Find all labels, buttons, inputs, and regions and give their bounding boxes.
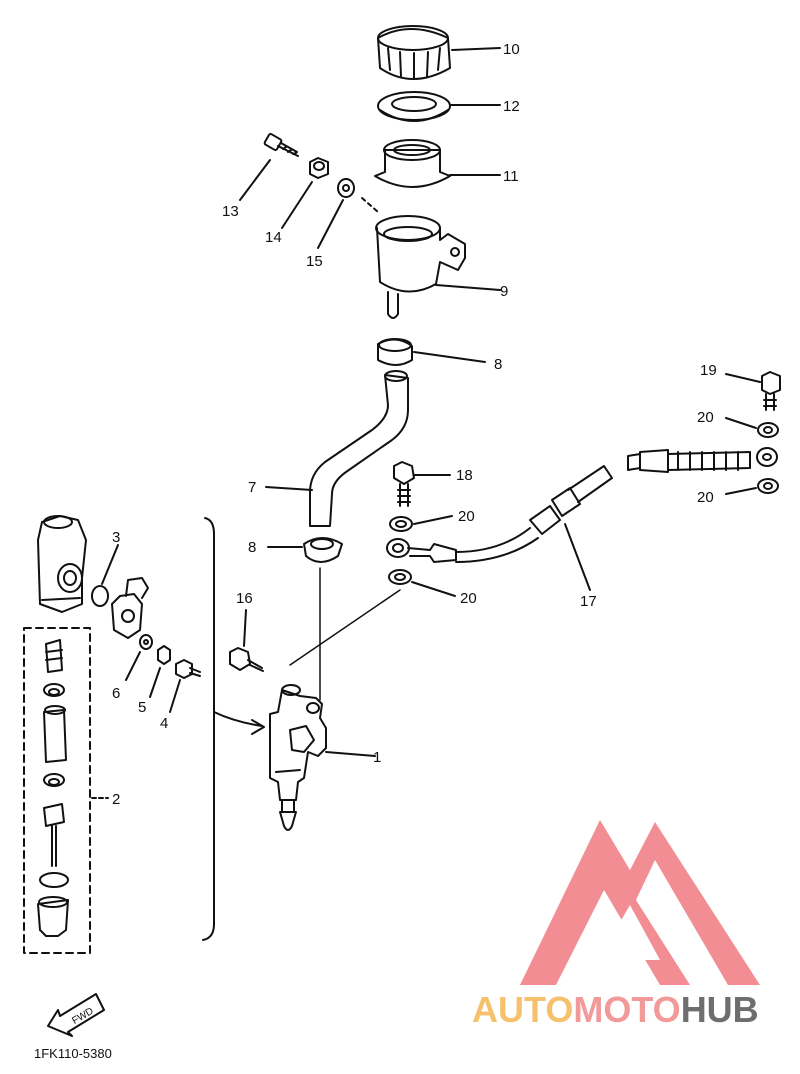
label-part-20-b: 20 xyxy=(460,590,477,607)
part-5-nut xyxy=(157,645,171,665)
label-part-20-a: 20 xyxy=(458,508,475,525)
label-part-11: 11 xyxy=(503,168,519,185)
part-20-washer-c xyxy=(757,422,779,438)
part-20-washer-b xyxy=(388,569,412,585)
label-part-13: 13 xyxy=(222,203,239,220)
part-20-washer-d xyxy=(757,478,779,494)
part-17-brake-hose xyxy=(386,465,613,563)
label-part-8-lower: 8 xyxy=(248,539,256,556)
part-9-reservoir xyxy=(375,215,466,319)
part-6-washer xyxy=(139,634,153,650)
label-part-9: 9 xyxy=(500,283,508,300)
part-labels: 10 12 11 13 14 15 9 8 19 20 18 7 20 20 3… xyxy=(112,41,717,808)
part-13-screw xyxy=(263,133,299,157)
part-14-nut xyxy=(309,157,329,179)
part-12-diaphragm-plate xyxy=(377,91,451,122)
watermark-auto: AUTO xyxy=(472,989,573,1030)
fwd-arrow-icon xyxy=(47,993,105,1037)
watermark-triangle xyxy=(520,820,760,985)
part-1-master-cylinder xyxy=(269,684,327,831)
part-19-union-bolt xyxy=(761,371,781,411)
part-3-o-ring xyxy=(91,585,109,607)
label-part-3: 3 xyxy=(112,529,120,546)
part-15-washer xyxy=(337,178,355,198)
part-20-washer-a xyxy=(389,516,413,532)
watermark-text: AUTOMOTOHUB xyxy=(472,989,759,1030)
part-8-hose-clamp-lower xyxy=(303,537,343,563)
label-part-8-upper: 8 xyxy=(494,356,502,373)
part-2-piston-kit xyxy=(23,627,91,954)
label-part-12: 12 xyxy=(503,98,520,115)
label-part-20-c: 20 xyxy=(697,409,714,426)
part-7-reservoir-hose xyxy=(309,370,409,527)
watermark-logo: AUTOMOTOHUB xyxy=(472,820,760,1030)
part-11-diaphragm xyxy=(374,139,451,188)
label-part-1: 1 xyxy=(373,749,381,766)
part-4-screw xyxy=(175,659,201,679)
label-part-20-d: 20 xyxy=(697,489,714,506)
diagram-code: 1FK110-5380 xyxy=(34,1046,112,1061)
watermark-hub: HUB xyxy=(681,989,759,1030)
label-part-18: 18 xyxy=(456,467,473,484)
label-part-16: 16 xyxy=(236,590,253,607)
label-part-2: 2 xyxy=(112,791,120,808)
part-10-reservoir-cap xyxy=(377,25,451,80)
part-16-bolt xyxy=(229,647,264,672)
watermark-moto: MOTO xyxy=(573,989,680,1030)
label-part-4: 4 xyxy=(160,715,168,732)
label-part-7: 7 xyxy=(248,479,256,496)
label-part-17: 17 xyxy=(580,593,597,610)
cylinder-body-exploded xyxy=(37,515,87,613)
part-18-union-bolt xyxy=(393,461,415,507)
label-part-14: 14 xyxy=(265,229,282,246)
label-part-6: 6 xyxy=(112,685,120,702)
part-17-hose-fitting-right xyxy=(627,447,778,473)
label-part-19: 19 xyxy=(700,362,717,379)
label-part-5: 5 xyxy=(138,699,146,716)
part-8-hose-clamp-upper xyxy=(377,338,413,366)
label-part-10: 10 xyxy=(503,41,520,58)
hose-joint xyxy=(111,577,149,639)
label-part-15: 15 xyxy=(306,253,323,270)
